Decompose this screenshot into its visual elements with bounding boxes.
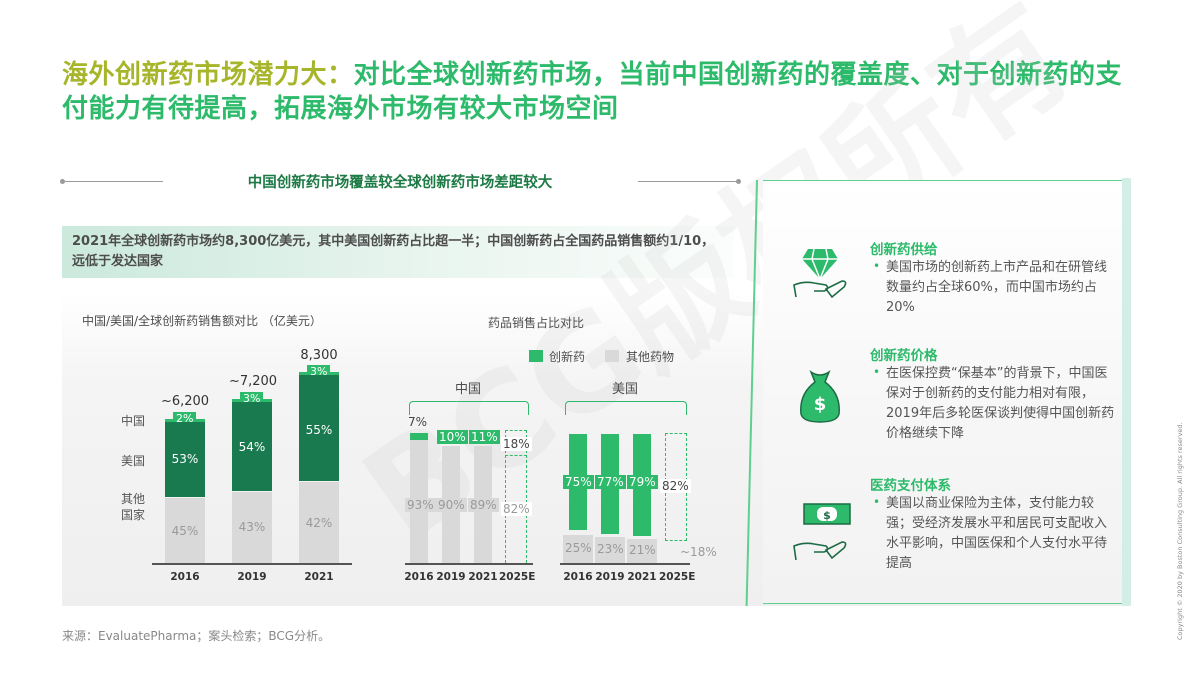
us-other-bar-2019	[595, 537, 625, 563]
group-label-us: 美国	[612, 382, 639, 397]
title-rest: 对比全球创新药市场，当前中国创新药的覆盖度、对于创新药的支付能力有待提高，拓展海…	[62, 60, 1123, 124]
bar-other-2016: 45%	[165, 498, 205, 563]
bar-us-label-2021: 55%	[305, 423, 333, 437]
china-inno-label-2021: 11%	[469, 430, 500, 444]
us-other-label-2019: 23%	[597, 542, 624, 556]
bar-total-2016: ~6,200	[160, 394, 210, 409]
us-other-label-2025e: ~18%	[680, 545, 717, 559]
us-xtick-2021: 2021	[627, 571, 657, 583]
diamond-hand-icon	[792, 245, 852, 305]
us-inno-label-2025e: 82%	[660, 479, 691, 493]
bar-china-label-2021: 3%	[307, 365, 331, 378]
china-other-label-2016: 93%	[405, 498, 436, 512]
chart1-xtick-2019: 2019	[237, 571, 267, 583]
china-other-label-2019: 90%	[436, 498, 467, 512]
slide-title: 海外创新药市场潜力大：对比全球创新药市场，当前中国创新药的覆盖度、对于创新药的支…	[62, 58, 1142, 126]
china-estimate-divider	[505, 455, 527, 456]
section-line-dot-left	[60, 179, 65, 184]
china-other-label-2025e: 82%	[501, 502, 532, 516]
us-xtick-2016: 2016	[563, 571, 593, 583]
bar-other-2021: 42%	[299, 482, 339, 563]
us-other-label-2021: 21%	[629, 543, 656, 557]
group-bracket-china	[409, 401, 529, 415]
bar-us-2019: 54%	[232, 402, 272, 491]
bar-other-label-2016: 45%	[171, 524, 199, 538]
row-label-us: 美国	[120, 454, 145, 468]
insight-title-payment: 医药支付体系	[870, 478, 951, 494]
chart1-xtick-2021: 2021	[304, 571, 334, 583]
legend-other-swatch	[605, 350, 619, 362]
source-note: 来源：EvaluatePharma；案头检索；BCG分析。	[62, 629, 331, 643]
section-line-left	[63, 181, 163, 182]
insight-body-supply: 美国市场的创新药上市产品和在研管线数量约占全球60%，而中国市场约占20%	[886, 260, 1108, 315]
bullet-icon: •	[873, 365, 881, 379]
insight-title-price: 创新药价格	[870, 348, 938, 364]
bar-us-label-2016: 53%	[171, 452, 199, 466]
row-label-other-1: 其他	[120, 492, 145, 506]
insights-panel-edge	[1122, 178, 1131, 606]
china-estimate-box-2025e	[505, 430, 527, 563]
bullet-icon: •	[873, 495, 881, 509]
chart1-title: 中国/美国/全球创新药销售额对比 （亿美元）	[82, 314, 322, 328]
section-title: 中国创新药市场覆盖较全球创新药市场差距较大	[247, 175, 553, 191]
bullet-icon: •	[873, 259, 881, 273]
china-other-label-2021: 89%	[468, 498, 499, 512]
bar-total-2021: 8,300	[300, 348, 338, 363]
china-xtick-2019: 2019	[436, 571, 466, 583]
bar-total-2019: ~7,200	[228, 374, 278, 389]
chart2-us-axis	[560, 563, 690, 565]
svg-text:$: $	[823, 509, 831, 522]
bar-china-label-2019: 3%	[240, 392, 264, 405]
china-xtick-2025e: 2025E	[499, 571, 536, 583]
legend-innovative-swatch	[529, 350, 543, 362]
chart1-xtick-2016: 2016	[170, 571, 200, 583]
insight-body-price: 在医保控费“保基本”的背景下，中国医保对于创新药的支付能力相对有限，2019年后…	[886, 366, 1115, 441]
money-bag-icon: $	[795, 368, 845, 424]
bar-us-label-2019: 54%	[238, 440, 266, 454]
row-label-other-2: 国家	[120, 508, 145, 522]
bar-other-label-2019: 43%	[238, 520, 266, 534]
cash-hand-icon: $	[792, 502, 852, 564]
us-xtick-2025e: 2025E	[659, 571, 696, 583]
us-other-label-2016: 25%	[565, 541, 592, 555]
copyright-note: Copyright © 2020 by Boston Consulting Gr…	[1176, 422, 1184, 640]
china-inno-label-2019: 10%	[437, 430, 468, 444]
section-line-right	[638, 181, 738, 182]
bar-us-2021: 55%	[299, 375, 339, 481]
title-highlight: 海外创新药市场潜力大：	[62, 60, 354, 90]
row-label-china: 中国	[120, 414, 145, 428]
insight-title-supply: 创新药供给	[870, 242, 938, 258]
us-inno-label-2021: 79%	[627, 475, 658, 489]
china-inno-label-2025e: 18%	[501, 437, 532, 451]
china-inno-label-2016: 7%	[408, 415, 428, 429]
group-label-china: 中国	[455, 382, 482, 397]
key-message-box: 2021年全球创新药市场约8,300亿美元，其中美国创新药占比超一半；中国创新药…	[62, 226, 734, 278]
section-line-dot-right	[736, 179, 741, 184]
group-bracket-us	[565, 401, 687, 415]
bar-other-2019: 43%	[232, 492, 272, 563]
chart2-title: 药品销售占比对比	[488, 316, 585, 330]
legend-innovative-label: 创新药	[549, 350, 586, 364]
china-inno-bar-2016	[410, 433, 428, 440]
china-xtick-2016: 2016	[404, 571, 434, 583]
svg-text:$: $	[814, 394, 827, 415]
bar-china-label-2016: 2%	[173, 412, 197, 425]
us-other-bar-2021	[627, 539, 657, 563]
us-xtick-2019: 2019	[595, 571, 625, 583]
chart1-x-axis	[152, 563, 352, 565]
us-inno-label-2016: 75%	[563, 475, 594, 489]
insight-body-payment: 美国以商业保险为主体，支付能力较强；受经济发展水平和居民可支配收入水平影响，中国…	[886, 496, 1108, 571]
bar-us-2016: 53%	[165, 422, 205, 497]
china-xtick-2021: 2021	[468, 571, 498, 583]
bar-other-label-2021: 42%	[305, 516, 333, 530]
legend-other-label: 其他药物	[626, 350, 675, 364]
chart2-china-axis	[405, 563, 533, 565]
us-other-bar-2016	[563, 535, 593, 563]
us-inno-label-2019: 77%	[595, 475, 626, 489]
